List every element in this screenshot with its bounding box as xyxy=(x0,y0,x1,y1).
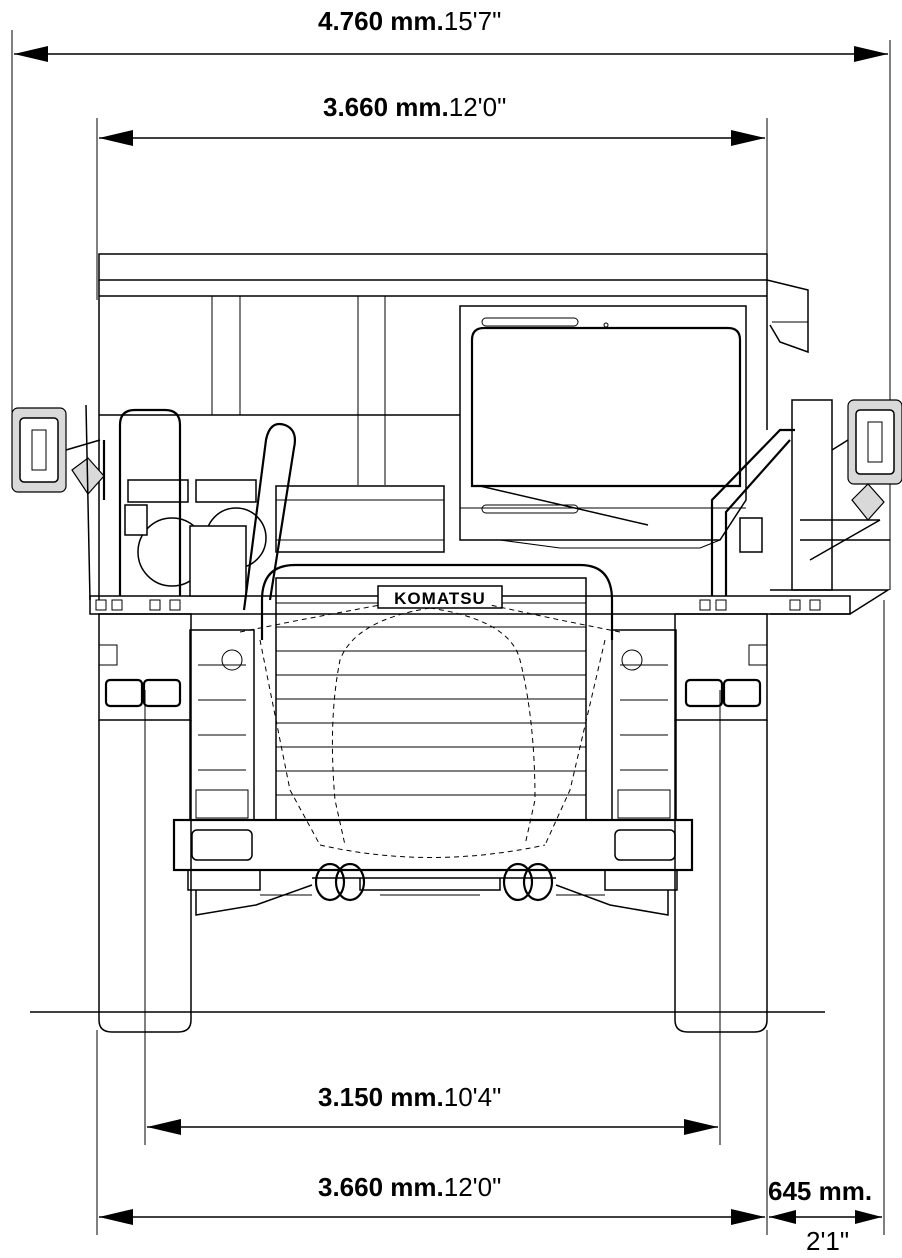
dimension-tread-width xyxy=(144,690,721,1145)
right-fender xyxy=(674,613,768,721)
side-overhang-imperial-label: 2'1" xyxy=(806,1226,849,1256)
tire-width-label: 3.660 mm.12'0" xyxy=(318,1172,501,1202)
body-width-imperial: 12'0" xyxy=(448,92,507,122)
overall-width-metric: 4.760 mm. xyxy=(318,6,444,36)
left-tire xyxy=(98,720,192,1033)
tire-width-imperial: 12'0" xyxy=(443,1172,502,1202)
radiator-grille xyxy=(260,563,614,821)
body-width-label: 3.660 mm.12'0" xyxy=(323,92,506,122)
left-mirror xyxy=(11,404,105,601)
overall-width-label: 4.760 mm.15'7" xyxy=(318,6,501,36)
overall-width-imperial: 15'7" xyxy=(443,6,502,36)
dimension-body-width xyxy=(96,118,768,300)
dimension-tire-width xyxy=(96,1030,768,1235)
front-suspension xyxy=(187,862,678,916)
right-machinery xyxy=(710,399,890,596)
side-overhang-imperial: 2'1" xyxy=(806,1226,850,1256)
tread-width-label: 3.150 mm.10'4" xyxy=(318,1082,501,1112)
tread-width-imperial: 10'4" xyxy=(443,1082,502,1112)
left-fender xyxy=(98,613,192,721)
dimension-overall-width xyxy=(11,30,891,590)
tread-width-metric: 3.150 mm. xyxy=(318,1082,444,1112)
right-ladder xyxy=(611,629,677,821)
tire-width-metric: 3.660 mm. xyxy=(318,1172,444,1202)
side-overhang-metric-label: 645 mm. xyxy=(768,1176,872,1206)
brand-logo-text: KOMATSU xyxy=(394,589,486,608)
operator-cab xyxy=(459,305,747,549)
hidden-engine-outline xyxy=(221,604,643,858)
right-tire xyxy=(674,720,768,1033)
side-overhang-metric: 645 mm. xyxy=(768,1176,873,1206)
body-width-metric: 3.660 mm. xyxy=(323,92,449,122)
dump-body xyxy=(98,253,809,600)
right-mirror xyxy=(831,399,902,521)
left-machinery xyxy=(102,408,445,611)
front-bumper xyxy=(172,818,694,872)
dimension-side-overhang xyxy=(769,600,885,1235)
